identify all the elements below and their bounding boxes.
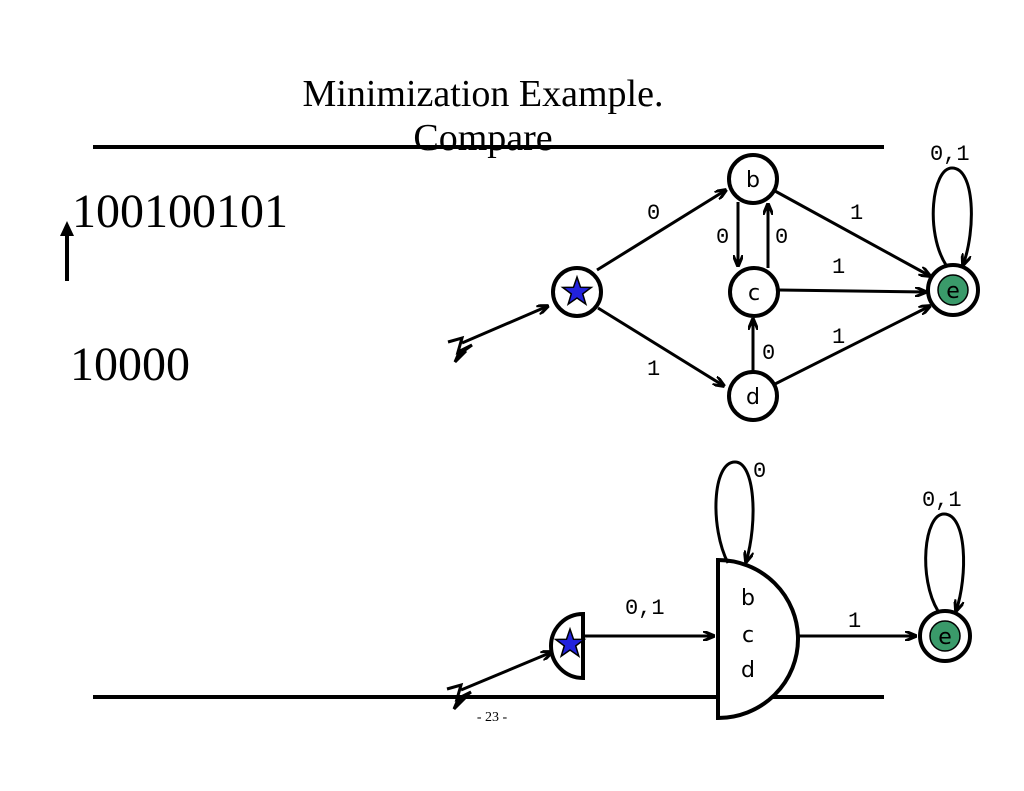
- min-edge-bcd-self-label: 0: [753, 459, 766, 484]
- state-d-label: d: [746, 385, 760, 410]
- start-state: [551, 266, 603, 318]
- min-start-state: [549, 611, 587, 681]
- title-line-2: Compare: [413, 117, 553, 159]
- edge-b-e: [774, 189, 930, 276]
- state-d: d: [727, 370, 779, 422]
- edge-c-e: [778, 290, 926, 292]
- min-edge-bcd-self-loop: [714, 460, 755, 563]
- state-c-label: c: [748, 281, 760, 306]
- start-entry-arrow: [447, 306, 548, 364]
- edge-c-b-label: 0: [775, 225, 788, 250]
- min-edge-start-bcd-label: 0,1: [625, 596, 665, 621]
- merged-state-b: b: [741, 586, 755, 611]
- merged-state-bcd: b c d: [716, 557, 800, 721]
- edge-d-e: [774, 306, 930, 386]
- min-state-e-label: e: [938, 625, 952, 650]
- state-c: c: [728, 266, 780, 318]
- state-e-accept: e: [926, 263, 980, 317]
- min-start-star-icon: [553, 626, 587, 658]
- title-line-1: Minimization Example.: [302, 73, 664, 115]
- start-star-icon: [560, 274, 594, 306]
- edge-e-self-loop: [931, 166, 973, 265]
- state-b-label: b: [746, 168, 760, 193]
- input-string-1: 100100101: [72, 185, 288, 238]
- state-b: b: [727, 153, 779, 205]
- edge-start-d: [597, 306, 724, 386]
- edge-start-d-label: 1: [647, 357, 660, 382]
- page-number: - 23 -: [476, 710, 508, 725]
- edge-e-self-label: 0,1: [930, 142, 970, 167]
- min-edge-e-self-loop: [924, 512, 966, 611]
- page-title: Minimization Example. Compare: [0, 72, 966, 160]
- edge-c-e-label: 1: [832, 255, 845, 280]
- edge-d-e-label: 1: [832, 325, 845, 350]
- input-string-2: 10000: [70, 338, 190, 391]
- edge-start-b-label: 0: [647, 201, 660, 226]
- edge-b-e-label: 1: [850, 201, 863, 226]
- merged-state-d: d: [741, 658, 755, 683]
- min-state-e-accept: e: [918, 609, 972, 663]
- min-start-entry-arrow: [446, 652, 552, 711]
- edge-b-c-label: 0: [716, 225, 729, 250]
- merged-state-c: c: [742, 623, 754, 648]
- up-arrow-icon: [60, 221, 74, 281]
- edge-start-b: [596, 190, 726, 272]
- state-e-label: e: [946, 279, 960, 304]
- min-edge-bcd-e-label: 1: [848, 609, 861, 634]
- min-edge-e-self-label: 0,1: [922, 488, 962, 513]
- edge-d-c-label: 0: [762, 341, 775, 366]
